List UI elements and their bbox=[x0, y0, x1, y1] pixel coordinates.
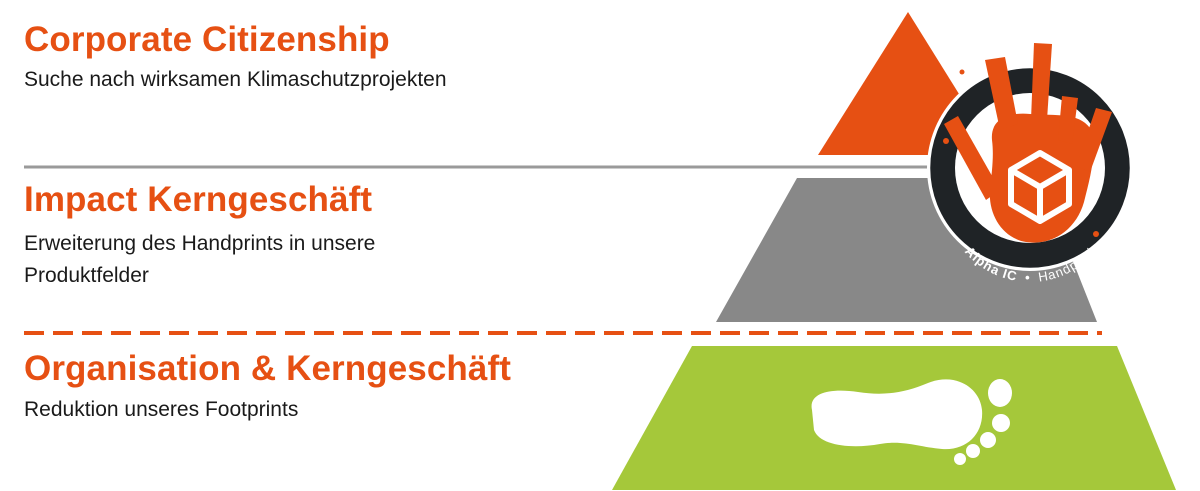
level-1-line-1: Suche nach wirksamen Klimaschutzprojekte… bbox=[24, 68, 447, 91]
badge-separator: • bbox=[1025, 270, 1031, 285]
level-3-title: Organisation & Kerngeschäft bbox=[24, 349, 511, 388]
hand-icon bbox=[943, 43, 1112, 243]
level-3-line-1: Reduktion unseres Footprints bbox=[24, 398, 299, 421]
level-1-description: Suche nach wirksamen Klimaschutzprojekte… bbox=[24, 64, 447, 96]
level-2-description: Erweiterung des Handprints in unsere Pro… bbox=[24, 228, 375, 292]
level-1-title: Corporate Citizenship bbox=[24, 20, 390, 59]
footprint-icon bbox=[811, 379, 1012, 465]
level-2-line-1: Erweiterung des Handprints in unsere bbox=[24, 232, 376, 255]
cube-logo-icon bbox=[1008, 150, 1072, 224]
level-3-description: Reduktion unseres Footprints bbox=[24, 394, 298, 426]
level-2-title: Impact Kerngeschäft bbox=[24, 180, 373, 219]
level-2-line-2: Produktfelder bbox=[24, 264, 149, 287]
